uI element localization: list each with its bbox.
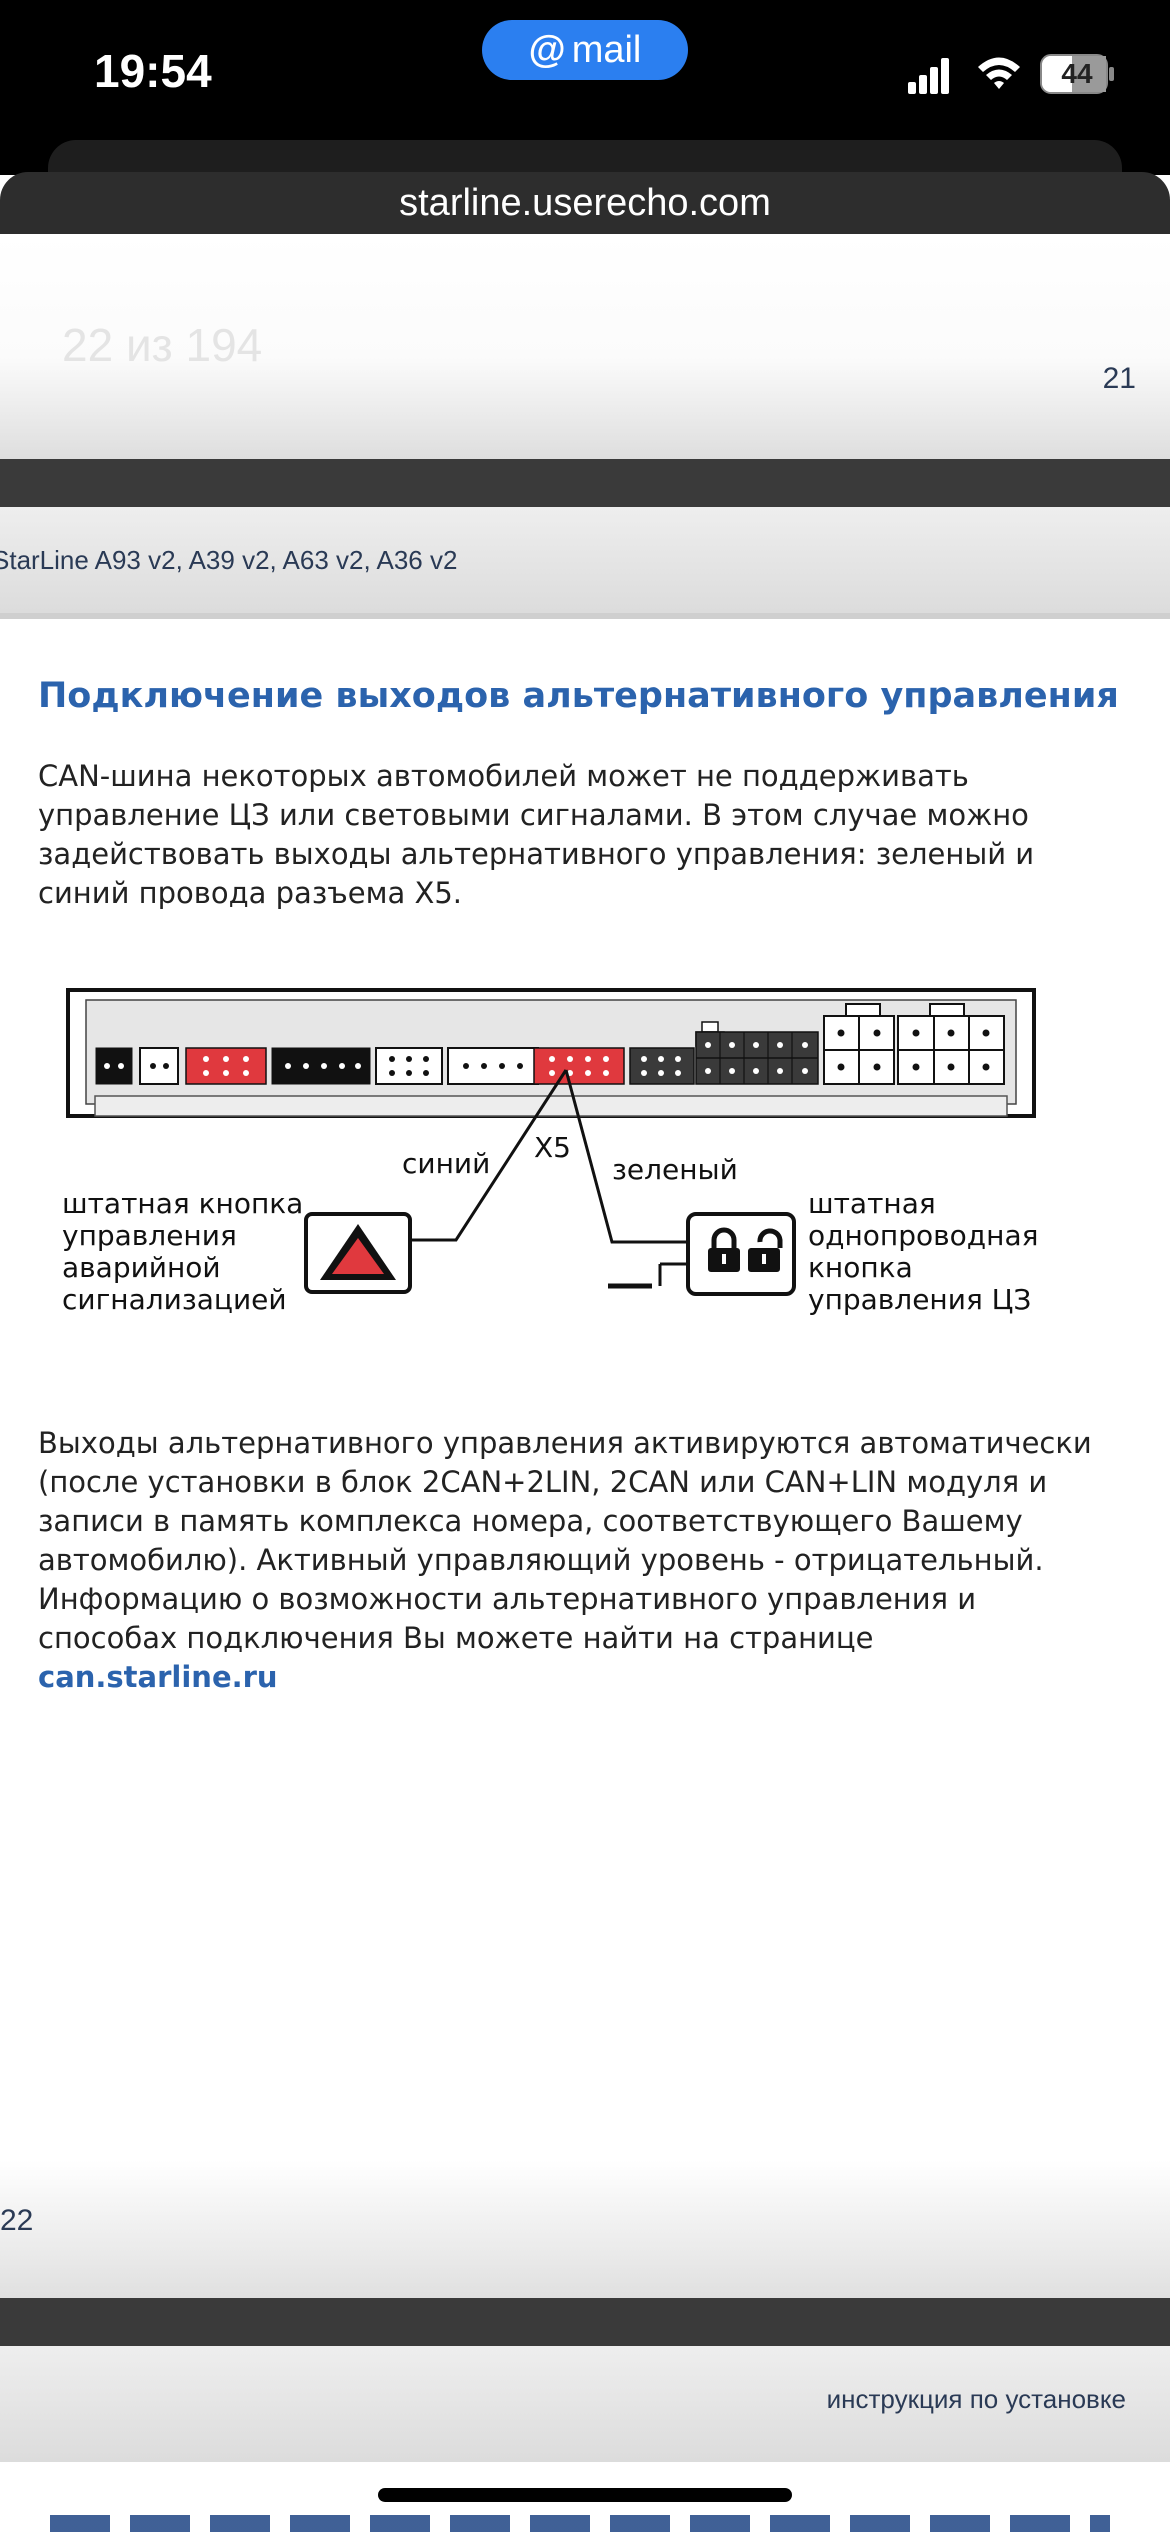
ground-icon — [608, 1262, 688, 1289]
activation-paragraph-text: Выходы альтернативного управления активи… — [38, 1426, 1092, 1655]
address-bar[interactable]: starline.userecho.com — [0, 172, 1170, 234]
next-page-title-peek — [50, 2515, 1110, 2532]
connector-8 — [629, 1047, 695, 1085]
mail-pill[interactable]: @ mail — [482, 20, 688, 80]
wire-blue-label: синий — [402, 1147, 491, 1180]
lock-button-label-line1: штатная — [808, 1187, 936, 1220]
connector-3 — [185, 1047, 267, 1085]
page-divider-bottom — [0, 2298, 1170, 2346]
hazard-button-label-line1: штатная кнопка — [62, 1187, 304, 1220]
lock-button-label-line2: однопроводная — [808, 1219, 1039, 1252]
mail-pill-label: mail — [571, 28, 642, 71]
connector-x5-label: X5 — [534, 1131, 571, 1164]
page-number-previous: 21 — [1102, 362, 1136, 395]
connector-4 — [271, 1047, 371, 1085]
wiring-diagram: X5 синий зеленый штатная кнопка управлен… — [60, 978, 1050, 1338]
page-footer-band — [0, 2346, 1170, 2462]
central-lock-button — [686, 1212, 796, 1296]
page-divider — [0, 459, 1170, 507]
lock-button-label-line3: кнопка — [808, 1251, 913, 1284]
connector-2 — [139, 1047, 179, 1085]
hazard-button-label-line3: аварийной — [62, 1251, 221, 1284]
status-time: 19:54 — [94, 45, 212, 97]
url-text: starline.userecho.com — [399, 181, 771, 224]
connector-1 — [95, 1047, 133, 1085]
hazard-button — [304, 1212, 412, 1294]
section-title: Подключение выходов альтернативного упра… — [38, 676, 1119, 716]
battery-icon — [1040, 54, 1114, 94]
intro-paragraph: CAN-шина некоторых автомобилей может не … — [38, 759, 1035, 910]
connector-11 — [897, 1003, 1005, 1085]
connector-9 — [695, 1021, 819, 1085]
page-footer-caption: инструкция по установке — [826, 2384, 1126, 2414]
page-top-area — [0, 234, 1170, 459]
main-unit-rail — [94, 1095, 1008, 1117]
connector-x5 — [533, 1047, 625, 1085]
wire-green-label: зеленый — [612, 1153, 738, 1186]
page-bottom-area — [0, 2160, 1170, 2298]
hazard-button-label-line2: управления — [62, 1219, 237, 1252]
lock-icon — [708, 1227, 740, 1272]
connector-6 — [447, 1047, 539, 1085]
unlock-icon — [748, 1228, 783, 1272]
connector-10 — [823, 1003, 895, 1085]
mail-pill-at: @ — [528, 28, 566, 71]
page-header-band — [0, 507, 1170, 619]
lock-button-label-line4: управления ЦЗ — [808, 1283, 1032, 1316]
connector-5 — [375, 1047, 443, 1085]
wire-green — [564, 1069, 688, 1244]
activation-paragraph: Выходы альтернативного управления активи… — [38, 1424, 1118, 1697]
home-indicator[interactable] — [378, 2488, 792, 2502]
can-starline-link[interactable]: can.starline.ru — [38, 1660, 278, 1694]
page-counter: 22 из 194 — [62, 319, 263, 371]
cellular-signal-icon — [908, 58, 949, 94]
wire-blue — [412, 1069, 568, 1242]
wifi-icon — [978, 57, 1020, 89]
wiring-diagram-graphic — [66, 988, 1036, 1296]
battery-level: 44 — [1061, 58, 1093, 89]
page-number-current: 22 — [0, 2204, 34, 2237]
hazard-button-label-line4: сигнализацией — [62, 1283, 287, 1316]
page-header-model: StarLine A93 v2, A39 v2, A63 v2, A36 v2 — [0, 545, 458, 575]
